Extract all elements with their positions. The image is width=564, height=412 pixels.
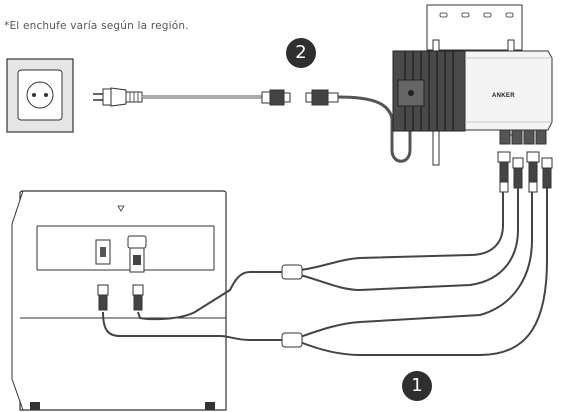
step-2-badge: 2 bbox=[286, 38, 316, 68]
dc-connectors bbox=[497, 151, 553, 193]
wall-socket-icon bbox=[6, 58, 74, 133]
inverter-brand-logo: ANKER bbox=[492, 93, 515, 99]
y-branch-connectors bbox=[281, 264, 303, 348]
microinverter-icon bbox=[392, 50, 553, 145]
ac-connector bbox=[261, 89, 339, 106]
dc-cables bbox=[102, 188, 548, 356]
power-plug-icon bbox=[93, 87, 143, 107]
region-plug-note: *El enchufe varía según la región. bbox=[4, 20, 189, 32]
step-1-badge: 1 bbox=[402, 371, 432, 401]
power-station-icon bbox=[11, 190, 227, 411]
xt60-plugs bbox=[97, 284, 144, 311]
ac-cable-to-inverter bbox=[337, 95, 412, 163]
